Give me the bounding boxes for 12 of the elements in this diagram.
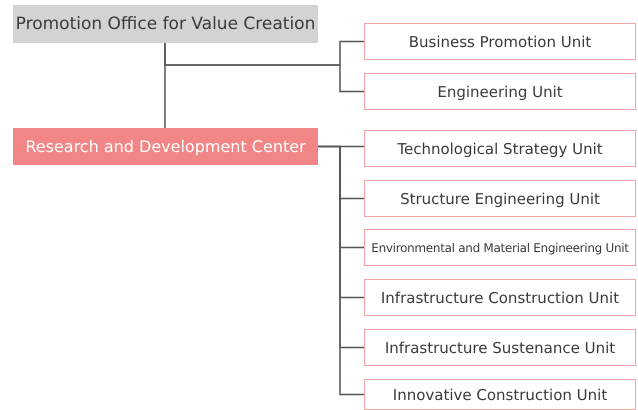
unit-box: Infrastructure Construction Unit bbox=[364, 279, 636, 316]
unit-box: Structure Engineering Unit bbox=[364, 180, 636, 217]
connector-line bbox=[164, 43, 364, 92]
unit-box: Environmental and Material Engineering Unit bbox=[364, 229, 636, 266]
unit-box: Engineering Unit bbox=[364, 73, 636, 110]
unit-box: Innovative Construction Unit bbox=[364, 379, 636, 410]
unit-box: Infrastructure Sustenance Unit bbox=[364, 329, 636, 366]
center-box: Research and Development Center bbox=[13, 128, 318, 165]
connector-line bbox=[318, 146, 364, 396]
unit-box: Business Promotion Unit bbox=[364, 23, 636, 60]
unit-box: Technological Strategy Unit bbox=[364, 130, 636, 167]
department-box: Promotion Office for Value Creation bbox=[13, 5, 318, 43]
